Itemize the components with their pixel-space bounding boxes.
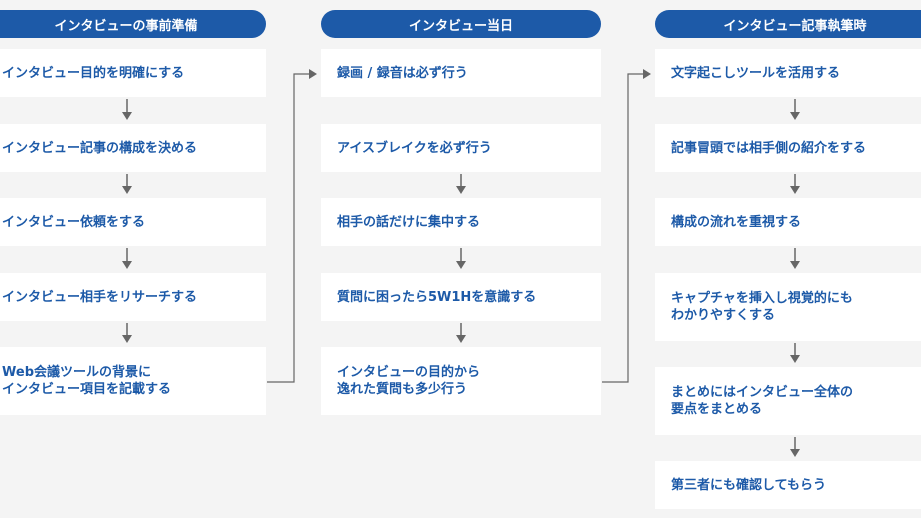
step-text: わかりやすくする	[671, 308, 776, 323]
step-box: 記事冒頭では相手側の紹介をする	[655, 124, 921, 172]
down-arrow-icon	[122, 323, 132, 343]
down-arrow-icon	[790, 174, 800, 194]
step-box: Web会議ツールの背景に インタビュー項目を記載する	[0, 347, 266, 415]
step-text: 第三者にも確認してもらう	[671, 477, 826, 493]
step-text: 逸れた質問も多少行う	[337, 382, 468, 397]
step-box: アイスブレイクを必ず行う	[321, 124, 601, 172]
column-connector-arrow-icon	[267, 69, 317, 383]
step-text: 質問に困ったら5W1Hを意識する	[337, 289, 537, 305]
step-text: キャプチャを挿入し視覚的にも	[671, 291, 853, 306]
column-header-interview-day: インタビュー当日	[321, 10, 601, 38]
step-text: 録画 / 録音は必ず行う	[337, 65, 468, 81]
down-arrow-icon	[790, 437, 800, 457]
down-arrow-icon	[456, 174, 466, 194]
step-text: まとめにはインタビュー全体の	[671, 385, 854, 400]
step-text: インタビュー目的を明確にする	[2, 65, 185, 81]
down-arrow-icon	[456, 248, 466, 269]
step-box: キャプチャを挿入し視覚的にも わかりやすくする	[655, 273, 921, 341]
step-box: まとめにはインタビュー全体の 要点をまとめる	[655, 367, 921, 435]
step-box: 文字起こしツールを活用する	[655, 49, 921, 97]
step-text: Web会議ツールの背景に	[2, 365, 151, 380]
step-text: インタビュー相手をリサーチする	[2, 289, 198, 305]
step-text: 要点をまとめる	[671, 402, 763, 417]
step-box: 第三者にも確認してもらう	[655, 461, 921, 509]
step-text: インタビュー項目を記載する	[2, 382, 172, 397]
step-box: インタビュー依頼をする	[0, 198, 266, 246]
step-text: アイスブレイクを必ず行う	[337, 140, 492, 156]
column-connector-arrow-icon	[602, 69, 651, 383]
down-arrow-icon	[122, 99, 132, 120]
step-text: インタビューの目的から	[337, 365, 481, 380]
step-text: 文字起こしツールを活用する	[671, 65, 841, 81]
step-box: 構成の流れを重視する	[655, 198, 921, 246]
step-box: インタビューの目的から 逸れた質問も多少行う	[321, 347, 601, 415]
column-header-preparation: インタビューの事前準備	[0, 10, 266, 38]
step-text: 構成の流れを重視する	[671, 214, 802, 230]
step-box: 録画 / 録音は必ず行う	[321, 49, 601, 97]
down-arrow-icon	[122, 174, 132, 194]
step-text: 相手の話だけに集中する	[337, 214, 481, 230]
step-box: インタビュー目的を明確にする	[0, 49, 266, 97]
step-text: インタビュー記事の構成を決める	[2, 140, 198, 156]
down-arrow-icon	[790, 99, 800, 120]
down-arrow-icon	[456, 323, 466, 343]
down-arrow-icon	[122, 248, 132, 269]
step-box: 質問に困ったら5W1Hを意識する	[321, 273, 601, 321]
down-arrow-icon	[790, 343, 800, 363]
step-text: 記事冒頭では相手側の紹介をする	[671, 140, 867, 156]
step-box: 相手の話だけに集中する	[321, 198, 601, 246]
step-box: インタビュー記事の構成を決める	[0, 124, 266, 172]
step-text: インタビュー依頼をする	[2, 214, 146, 230]
column-header-writing: インタビュー記事執筆時	[655, 10, 921, 38]
step-box: インタビュー相手をリサーチする	[0, 273, 266, 321]
down-arrow-icon	[790, 248, 800, 269]
